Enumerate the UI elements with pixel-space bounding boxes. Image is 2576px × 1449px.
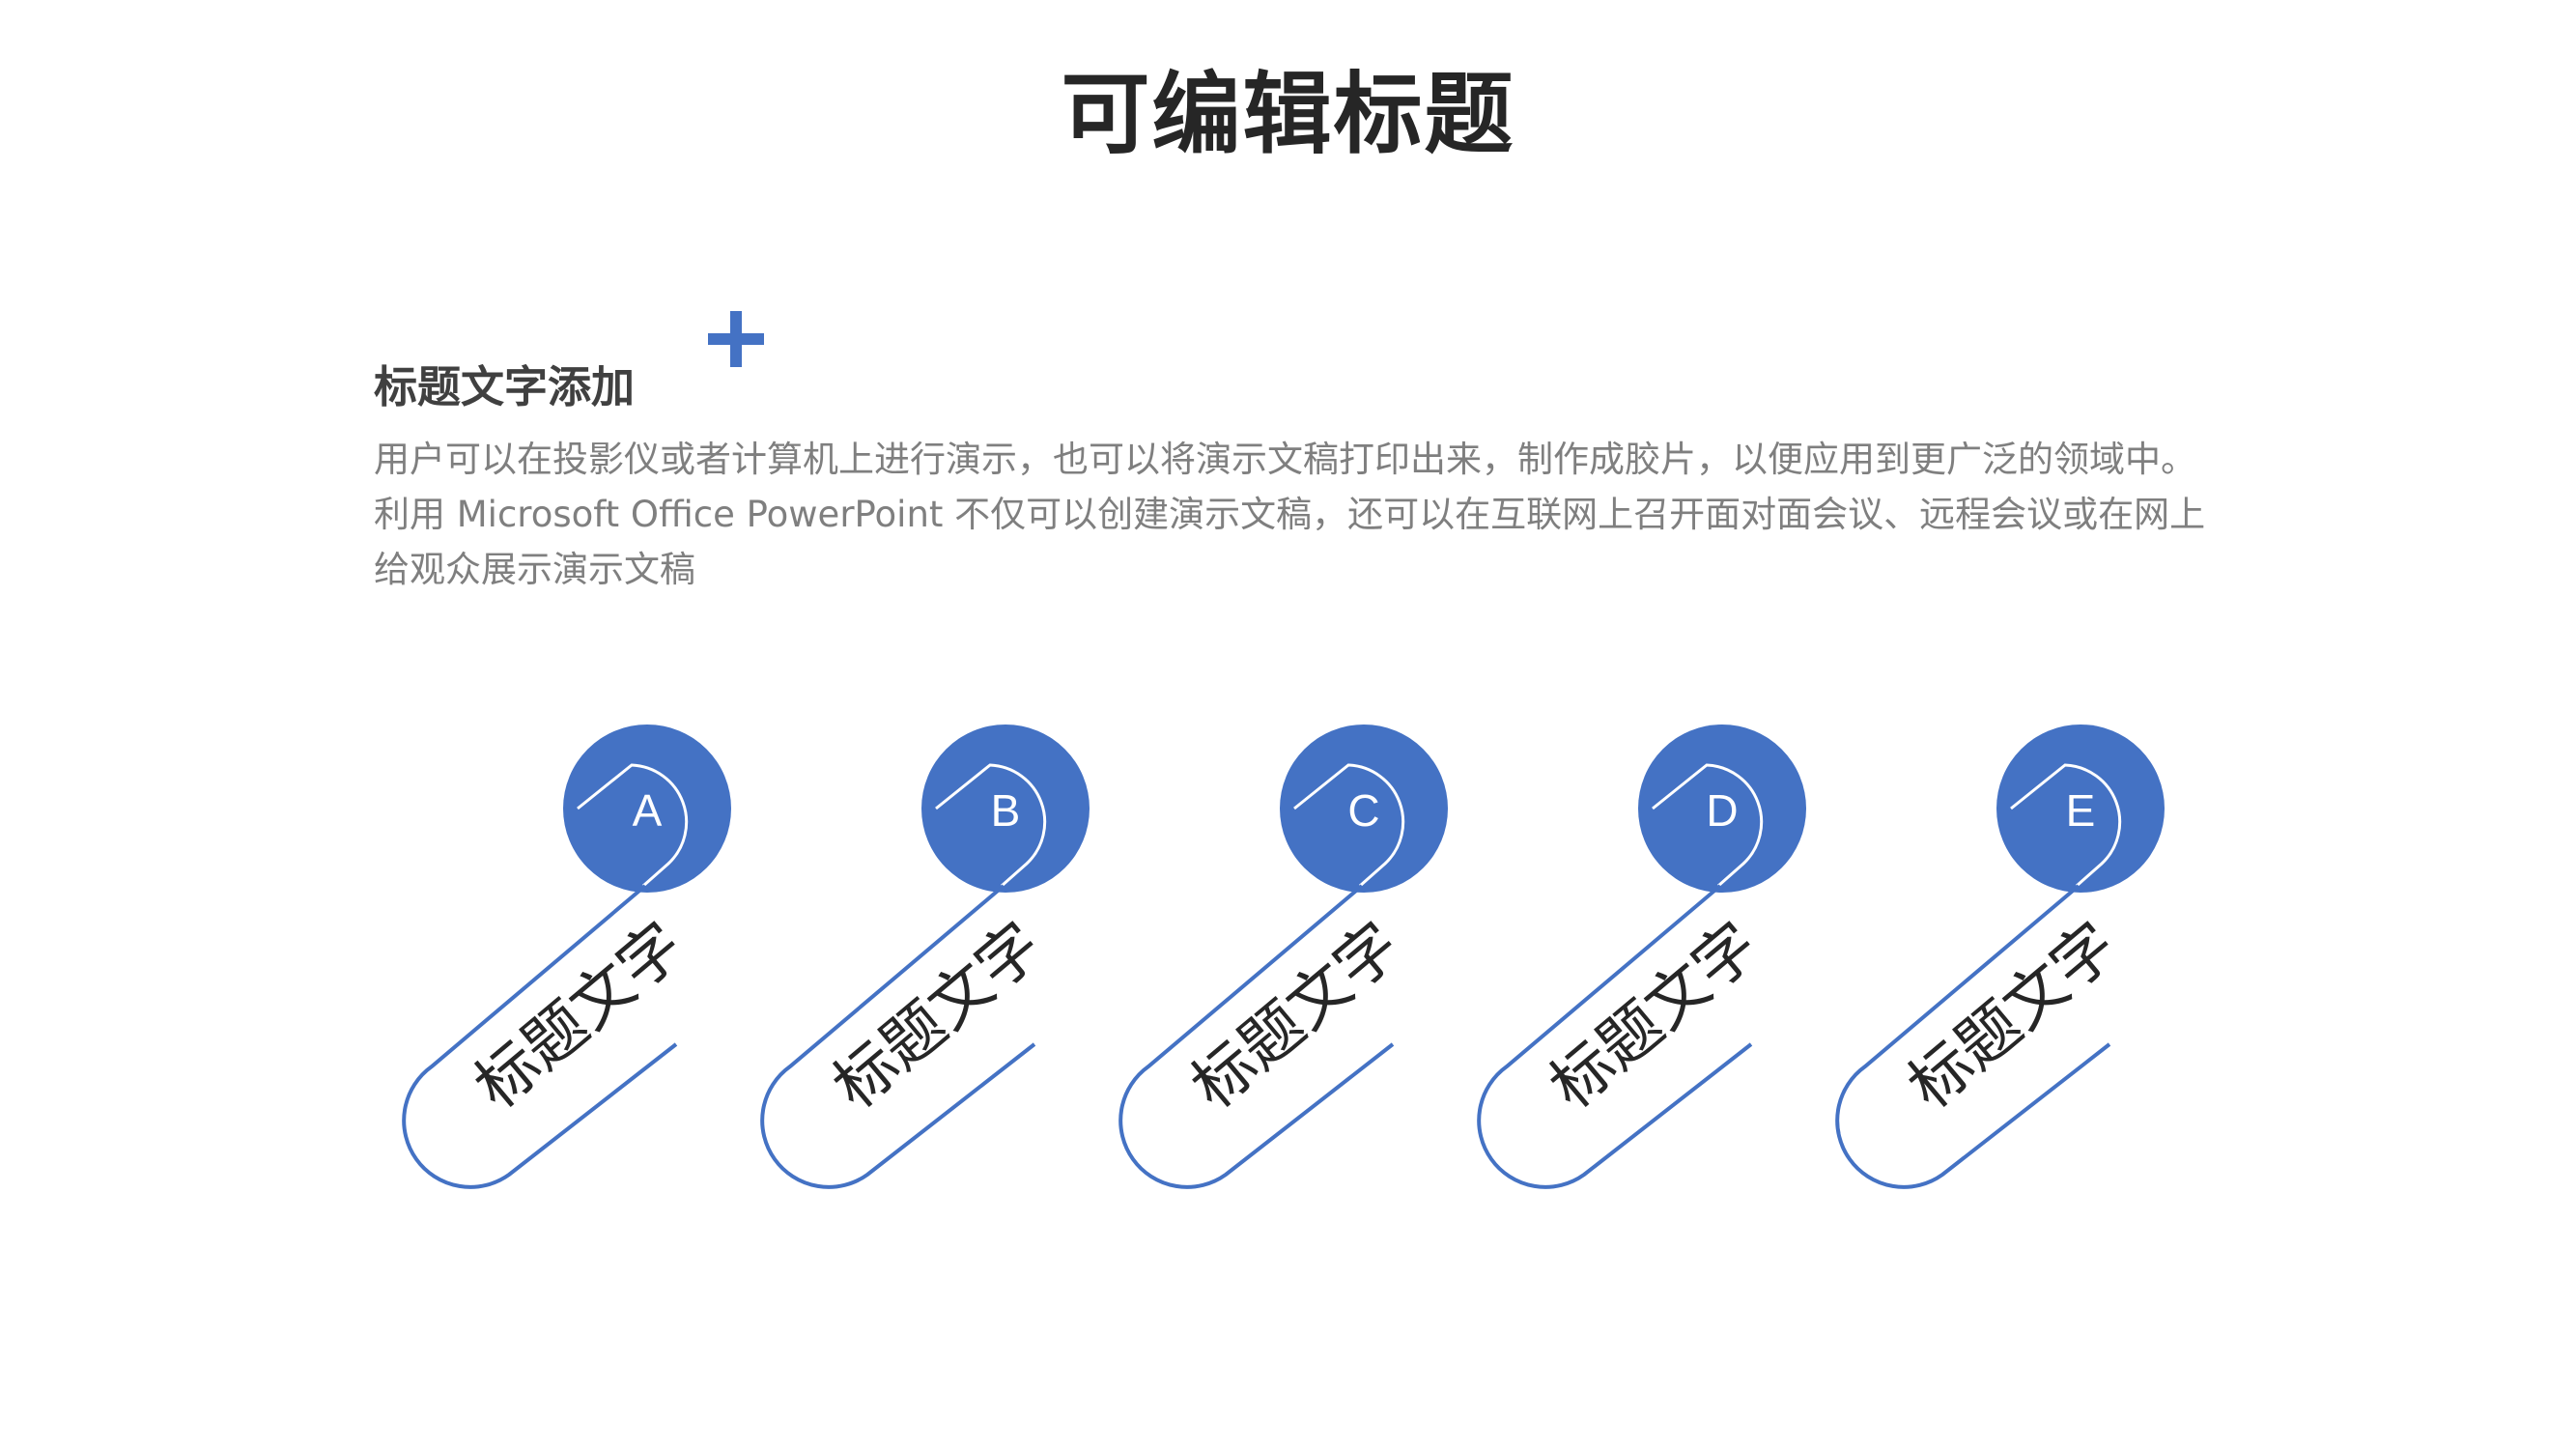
- clip-outer-loop: [1118, 884, 1395, 1189]
- clip-letter: D: [1706, 785, 1739, 836]
- clip-graphic: [1477, 724, 1806, 1189]
- clip-letter: E: [2065, 785, 2096, 836]
- clip-letter: B: [990, 785, 1021, 836]
- clip-graphic: [402, 724, 731, 1189]
- section-subtitle: 标题文字添加: [374, 361, 636, 412]
- clip-circle: [1996, 724, 2165, 893]
- clip-inner-loop: [2010, 763, 2122, 888]
- clip-inner-loop: [935, 763, 1047, 888]
- clip-inner-loop: [1293, 763, 1405, 888]
- clip-outer-loop: [402, 884, 678, 1189]
- clip-circle: [1280, 724, 1448, 893]
- clip-circle: [1638, 724, 1806, 893]
- clip-circle: [563, 724, 731, 893]
- page-title: 可编辑标题: [1061, 63, 1515, 166]
- plus-icon: [708, 311, 764, 367]
- clip-graphic: [760, 724, 1090, 1189]
- clip-circle: [921, 724, 1090, 893]
- clip-letter: C: [1347, 785, 1380, 836]
- clip-inner-loop: [1652, 763, 1764, 888]
- clip-graphic: [1835, 724, 2165, 1189]
- body-paragraph: 用户可以在投影仪或者计算机上进行演示，也可以将演示文稿打印出来，制作成胶片，以便…: [374, 439, 2206, 590]
- clip-inner-loop: [577, 763, 689, 888]
- clip-outer-loop: [1477, 884, 1753, 1189]
- clip-graphic: [1118, 724, 1448, 1189]
- clip-letter: A: [632, 785, 663, 836]
- clip-outer-loop: [1835, 884, 2111, 1189]
- clip-outer-loop: [760, 884, 1036, 1189]
